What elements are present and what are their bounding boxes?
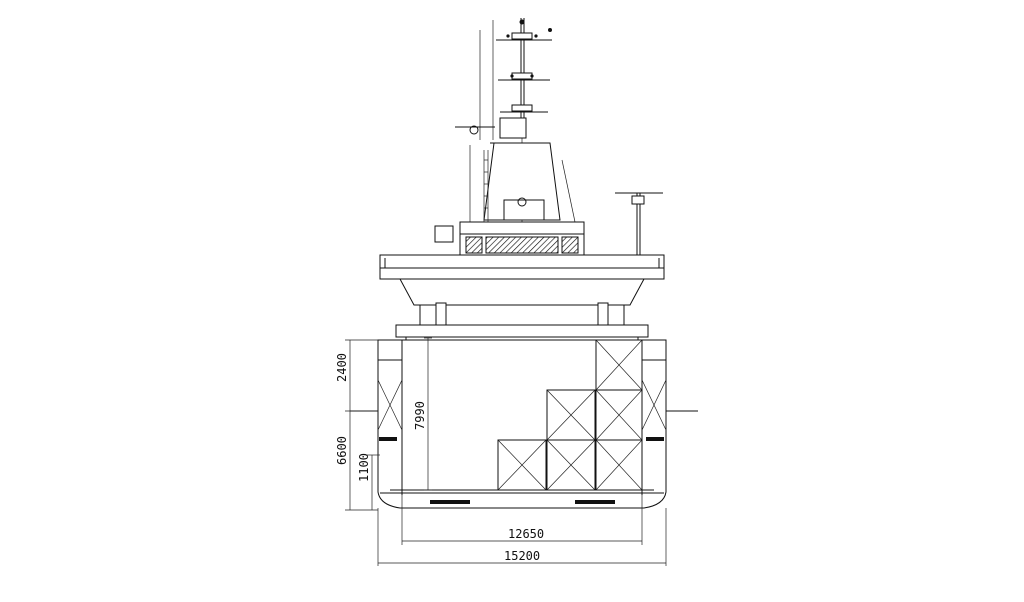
inner-beam-label: 12650 — [508, 527, 544, 541]
cargo-containers — [497, 339, 643, 491]
upper-height-label: 2400 — [335, 353, 349, 382]
mast — [479, 18, 552, 140]
hull — [350, 339, 698, 509]
main-deck — [379, 254, 665, 356]
hold-depth-label: 7990 — [413, 401, 427, 430]
draft-label: 6600 — [335, 436, 349, 465]
dimension-hold-depth: 7990 — [413, 337, 432, 491]
overall-beam-label: 15200 — [504, 549, 540, 563]
dimension-beams: 12650 15200 — [377, 495, 667, 566]
wheelhouse — [455, 117, 576, 223]
lower-height-label: 1100 — [357, 453, 371, 482]
radar-antenna — [615, 192, 663, 258]
dimension-left-heights: 2400 6600 1100 — [335, 339, 380, 511]
